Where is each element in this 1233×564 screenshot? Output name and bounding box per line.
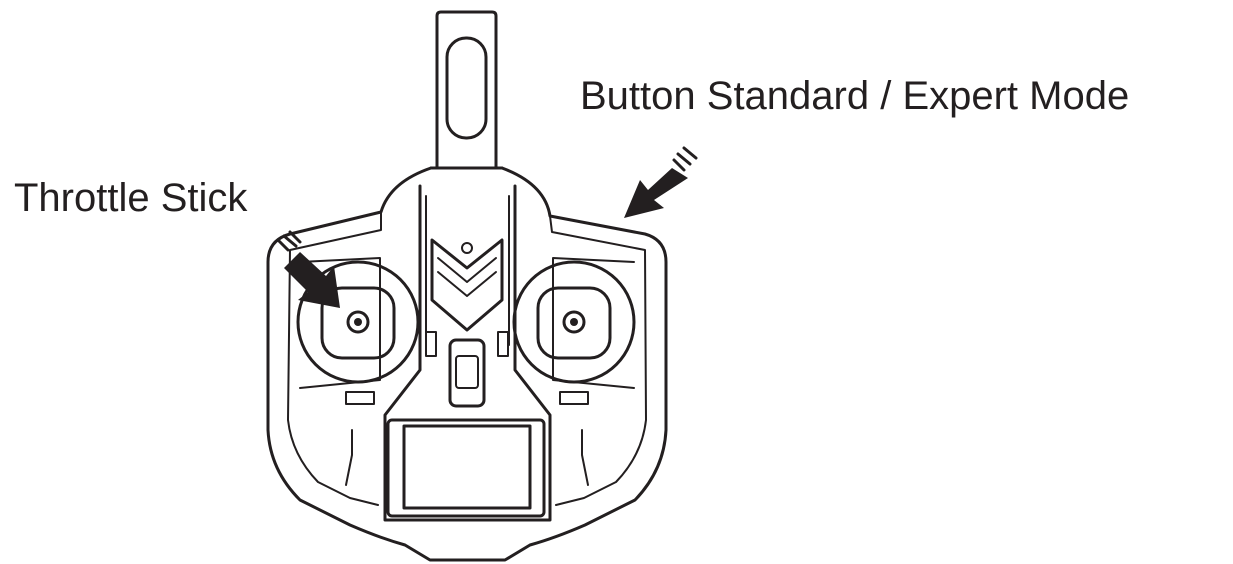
arrow-down-right-icon — [276, 230, 340, 308]
left-gimbal — [296, 260, 420, 384]
throttle-stick-label: Throttle Stick — [14, 176, 248, 220]
chevron-logo — [430, 238, 504, 332]
mode-button-label: Button Standard / Expert Mode — [580, 74, 1130, 118]
antenna — [429, 10, 504, 170]
right-gimbal — [512, 260, 636, 384]
trim-buttons — [345, 331, 589, 405]
lcd-screen — [386, 418, 546, 518]
arrow-down-left-icon — [624, 146, 698, 218]
power-switch — [448, 338, 486, 408]
controller-body — [266, 166, 668, 562]
